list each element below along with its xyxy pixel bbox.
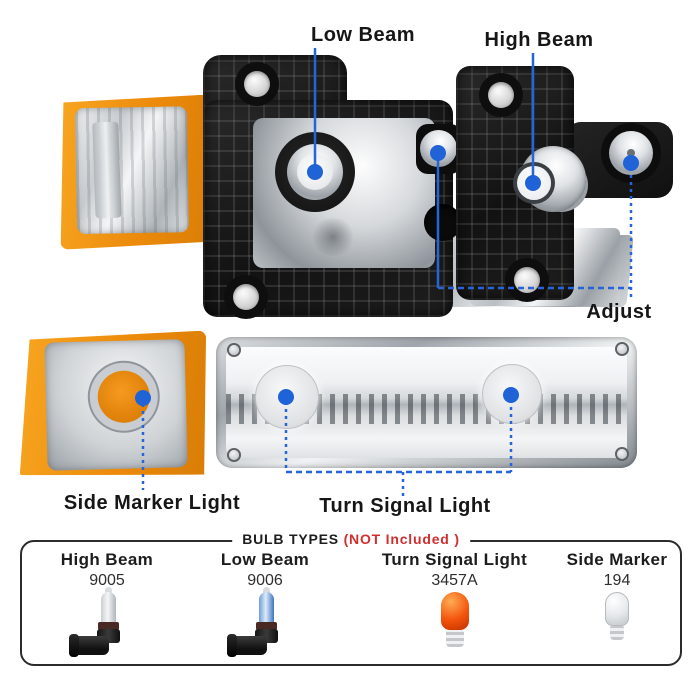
bulb-base-cap [227,634,237,657]
bulb-col-side-marker: Side Marker 194 [552,550,682,656]
bulb-base [610,626,624,640]
reflector-shadow-blob [310,218,356,256]
label-adjust: Adjust [586,301,652,323]
bulb-col-high-beam: High Beam 9005 [32,550,182,657]
turn-signal-bulb-left [255,365,319,429]
turn-signal-bulb-right [482,364,542,424]
housing-screw-bl [229,450,239,460]
label-turn-signal: Turn Signal Light [319,495,491,517]
bulb-dome [440,592,469,630]
bulb-collar [256,622,277,630]
plate-through-hole [424,204,461,241]
turn-signal-housing [216,337,637,468]
bulb-base [231,636,267,655]
label-side-marker: Side Marker Light [63,492,241,514]
bulb-code: 194 [603,572,631,589]
bulb-name: High Beam [60,550,154,569]
bulb-code: 3457A [431,572,478,589]
clear-wedge-bulb-icon [552,592,682,656]
bulb-types-box: BULB TYPES (NOT Included ) High Beam 900… [20,531,682,666]
bulb-col-low-beam: Low Beam 9006 [190,550,340,657]
bulb-base [445,630,464,647]
mount-hole-top-right [488,82,514,108]
low-beam-socket-center [297,154,333,190]
halogen-blue-bulb-icon [190,587,340,657]
bulb-tip [105,587,112,595]
housing-screw-tl [229,345,239,355]
label-high-beam: High Beam [484,29,594,51]
bulb-types-title-text: BULB TYPES [242,531,344,547]
halogen-clear-bulb-icon [32,587,182,657]
high-beam-socket-center [517,166,551,200]
mount-hole-bottom-right [514,267,540,293]
corner-light-photo-top [55,94,218,249]
bulb-glass [259,592,274,624]
bulb-tip [263,587,270,595]
mount-hole-top-left [244,71,270,97]
bulb-code: 9005 [89,572,125,589]
bulb-code: 9006 [247,572,283,589]
bulb-name: Side Marker [566,550,668,569]
adjuster-screw-left [420,130,457,167]
adjuster-screw-cross [627,149,635,157]
lens-rib [92,121,122,219]
bulb-name: Turn Signal Light [381,550,528,569]
label-low-beam: Low Beam [310,24,416,46]
bulb-base [73,636,109,655]
bulb-base-cap [69,634,79,657]
bulb-col-turn-signal: Turn Signal Light 3457A [352,550,557,656]
bulb-types-not-included: (NOT Included ) [343,531,460,547]
bulb-glass [101,592,116,624]
mount-hole-bottom-left [233,284,259,310]
bulb-name: Low Beam [220,550,310,569]
side-marker-photo [16,331,210,480]
bulb-collar [98,622,119,630]
bulb-types-title: BULB TYPES (NOT Included ) [232,531,470,547]
amber-wedge-bulb-icon [352,592,557,656]
housing-screw-br [617,449,627,459]
housing-screw-tr [617,344,627,354]
bulb-dome [605,592,629,626]
